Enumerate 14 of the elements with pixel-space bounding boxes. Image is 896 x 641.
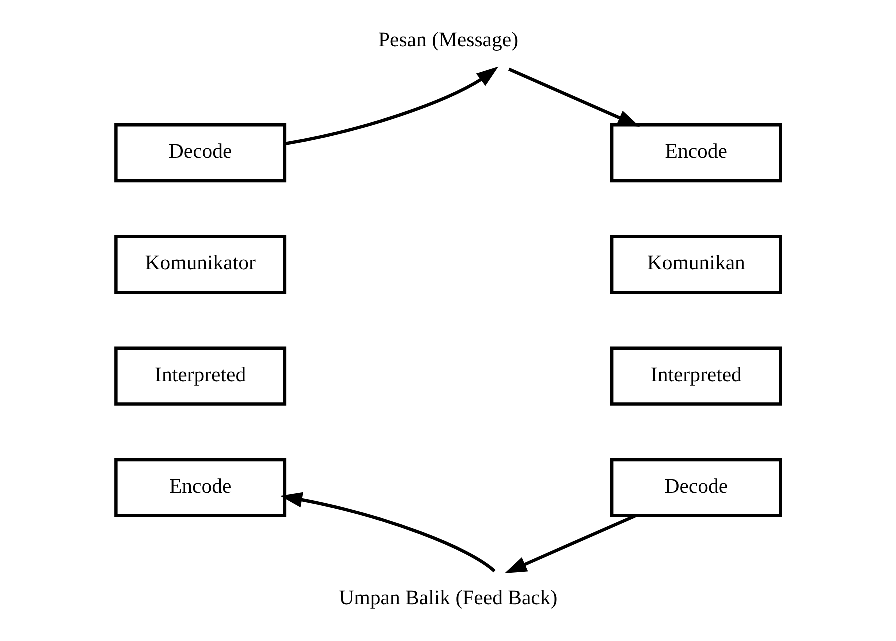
node-box: Encode [610, 124, 782, 183]
node-box: Komunikator [114, 235, 286, 294]
node-box: Interpreted [114, 346, 286, 406]
node-box: Encode [114, 458, 286, 518]
node-box: Decode [114, 124, 286, 183]
arrow [504, 514, 636, 574]
arrow [284, 66, 498, 146]
node-box: Decode [610, 458, 782, 518]
arrow [508, 68, 640, 127]
node-text: Umpan Balik (Feed Back) [338, 588, 558, 610]
node-box: Interpreted [610, 346, 782, 406]
node-box: Komunikan [610, 235, 782, 294]
node-text: Pesan (Message) [378, 29, 518, 52]
arrow [280, 492, 496, 573]
